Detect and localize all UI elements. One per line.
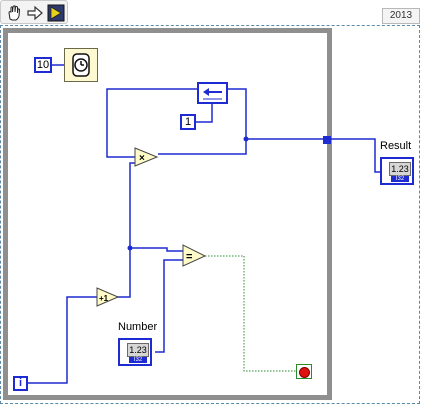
wait-ms-node[interactable] <box>64 48 98 82</box>
arrow-right-icon[interactable] <box>26 4 44 22</box>
number-label: Number <box>118 321 158 333</box>
shift-init-constant[interactable]: 1 <box>180 114 196 130</box>
stopwatch-icon <box>72 53 90 77</box>
stop-condition-terminal[interactable] <box>296 364 312 379</box>
increment-symbol: +1 <box>99 294 109 303</box>
feedback-arrow-icon <box>203 88 222 100</box>
number-dtype: I32 <box>129 357 147 363</box>
number-display: 1.23 <box>127 343 149 357</box>
loop-tunnel[interactable] <box>323 136 331 144</box>
wire-feedback <box>106 88 197 152</box>
iteration-terminal[interactable]: i <box>13 376 28 391</box>
wire-const-one <box>196 104 213 123</box>
wire-junction-dot-2 <box>243 136 249 142</box>
while-loop[interactable] <box>3 28 332 400</box>
wire-junction-mult <box>129 162 135 248</box>
feedback-node[interactable] <box>197 82 228 104</box>
stop-icon <box>299 367 310 378</box>
run-arrow-icon[interactable] <box>47 4 65 22</box>
multiply-symbol: × <box>139 153 145 164</box>
wire-iter <box>28 296 97 384</box>
result-display: 1.23 <box>389 162 411 176</box>
toolbar <box>0 0 68 24</box>
wire-inc-out <box>117 248 131 298</box>
diagram-canvas <box>0 25 420 404</box>
equal-node <box>182 244 207 267</box>
result-label: Result <box>380 140 412 152</box>
wire-mult-in <box>106 152 135 158</box>
hand-pan-icon[interactable] <box>5 4 23 22</box>
equal-symbol: = <box>186 251 192 263</box>
wire-junction-eq <box>130 247 183 252</box>
increment-node <box>96 287 120 307</box>
wait-ms-constant[interactable]: 10 <box>34 57 52 73</box>
result-dtype: I32 <box>391 176 409 182</box>
number-control[interactable]: 1.23 I32 <box>118 338 152 366</box>
wire-bool <box>205 255 296 372</box>
wire-shift-out <box>158 88 247 155</box>
multiply-node <box>134 147 159 167</box>
wire-number <box>155 259 183 353</box>
wire-junction-dot <box>127 245 133 251</box>
result-indicator[interactable]: 1.23 I32 <box>380 157 414 185</box>
version-badge: 2013 <box>382 8 420 24</box>
